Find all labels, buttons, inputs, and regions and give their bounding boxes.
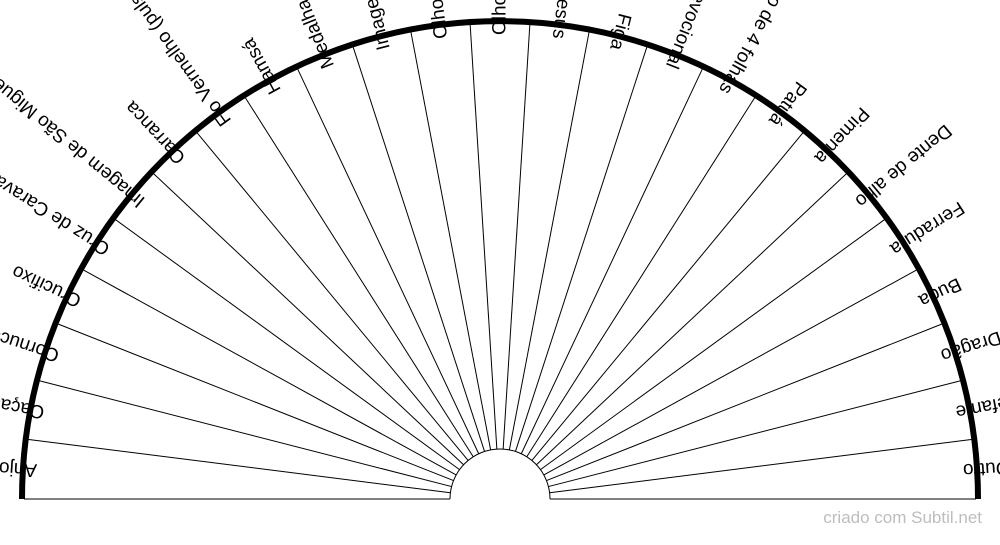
segment-divider bbox=[82, 269, 457, 476]
segment-divider bbox=[543, 269, 918, 476]
segment-divider bbox=[114, 218, 460, 471]
segment-divider bbox=[38, 380, 452, 488]
segment-divider bbox=[352, 46, 486, 452]
segment-divider bbox=[526, 96, 756, 458]
segment-divider bbox=[57, 323, 454, 482]
segment-divider bbox=[152, 172, 464, 466]
segment-divider bbox=[546, 323, 943, 482]
segment-divider bbox=[244, 96, 474, 458]
segment-divider bbox=[549, 438, 973, 494]
segment-label: Olho de Boi (semente) bbox=[408, 0, 453, 40]
segment-label: Sagrado Coração de Jesus bbox=[548, 0, 598, 40]
inner-arc bbox=[449, 448, 551, 500]
segment-divider bbox=[410, 31, 492, 450]
segment-divider bbox=[296, 68, 480, 454]
segment-label: Olho Grego/Turco bbox=[490, 0, 511, 35]
segment-divider bbox=[508, 31, 590, 450]
segment-divider bbox=[540, 218, 886, 471]
outer-arc bbox=[19, 18, 981, 500]
segment-divider bbox=[469, 23, 498, 450]
segment-label: Figa bbox=[605, 11, 635, 52]
segment-label: Carranca bbox=[121, 96, 190, 168]
segment-label: Hamsá bbox=[238, 34, 286, 97]
segment-label: Ferradura bbox=[886, 197, 968, 260]
segment-label: Imagem Devocional bbox=[333, 0, 395, 52]
segment-label: Anjos bbox=[0, 456, 38, 480]
segment-divider bbox=[548, 380, 962, 488]
segment-divider bbox=[27, 438, 451, 494]
segment-label: Pimenta bbox=[810, 103, 873, 169]
segment-label: Outro bbox=[962, 456, 1000, 480]
segment-divider bbox=[502, 23, 531, 450]
segment-label: Elefante bbox=[954, 389, 1000, 423]
segment-label: Dente de alho bbox=[851, 120, 956, 212]
segment-divider bbox=[531, 131, 804, 461]
footer-credit: criado com Subtil.net bbox=[823, 508, 982, 527]
segment-divider bbox=[514, 46, 648, 452]
segment-divider bbox=[536, 172, 848, 466]
segment-divider bbox=[520, 68, 704, 454]
segment-divider bbox=[196, 131, 469, 461]
